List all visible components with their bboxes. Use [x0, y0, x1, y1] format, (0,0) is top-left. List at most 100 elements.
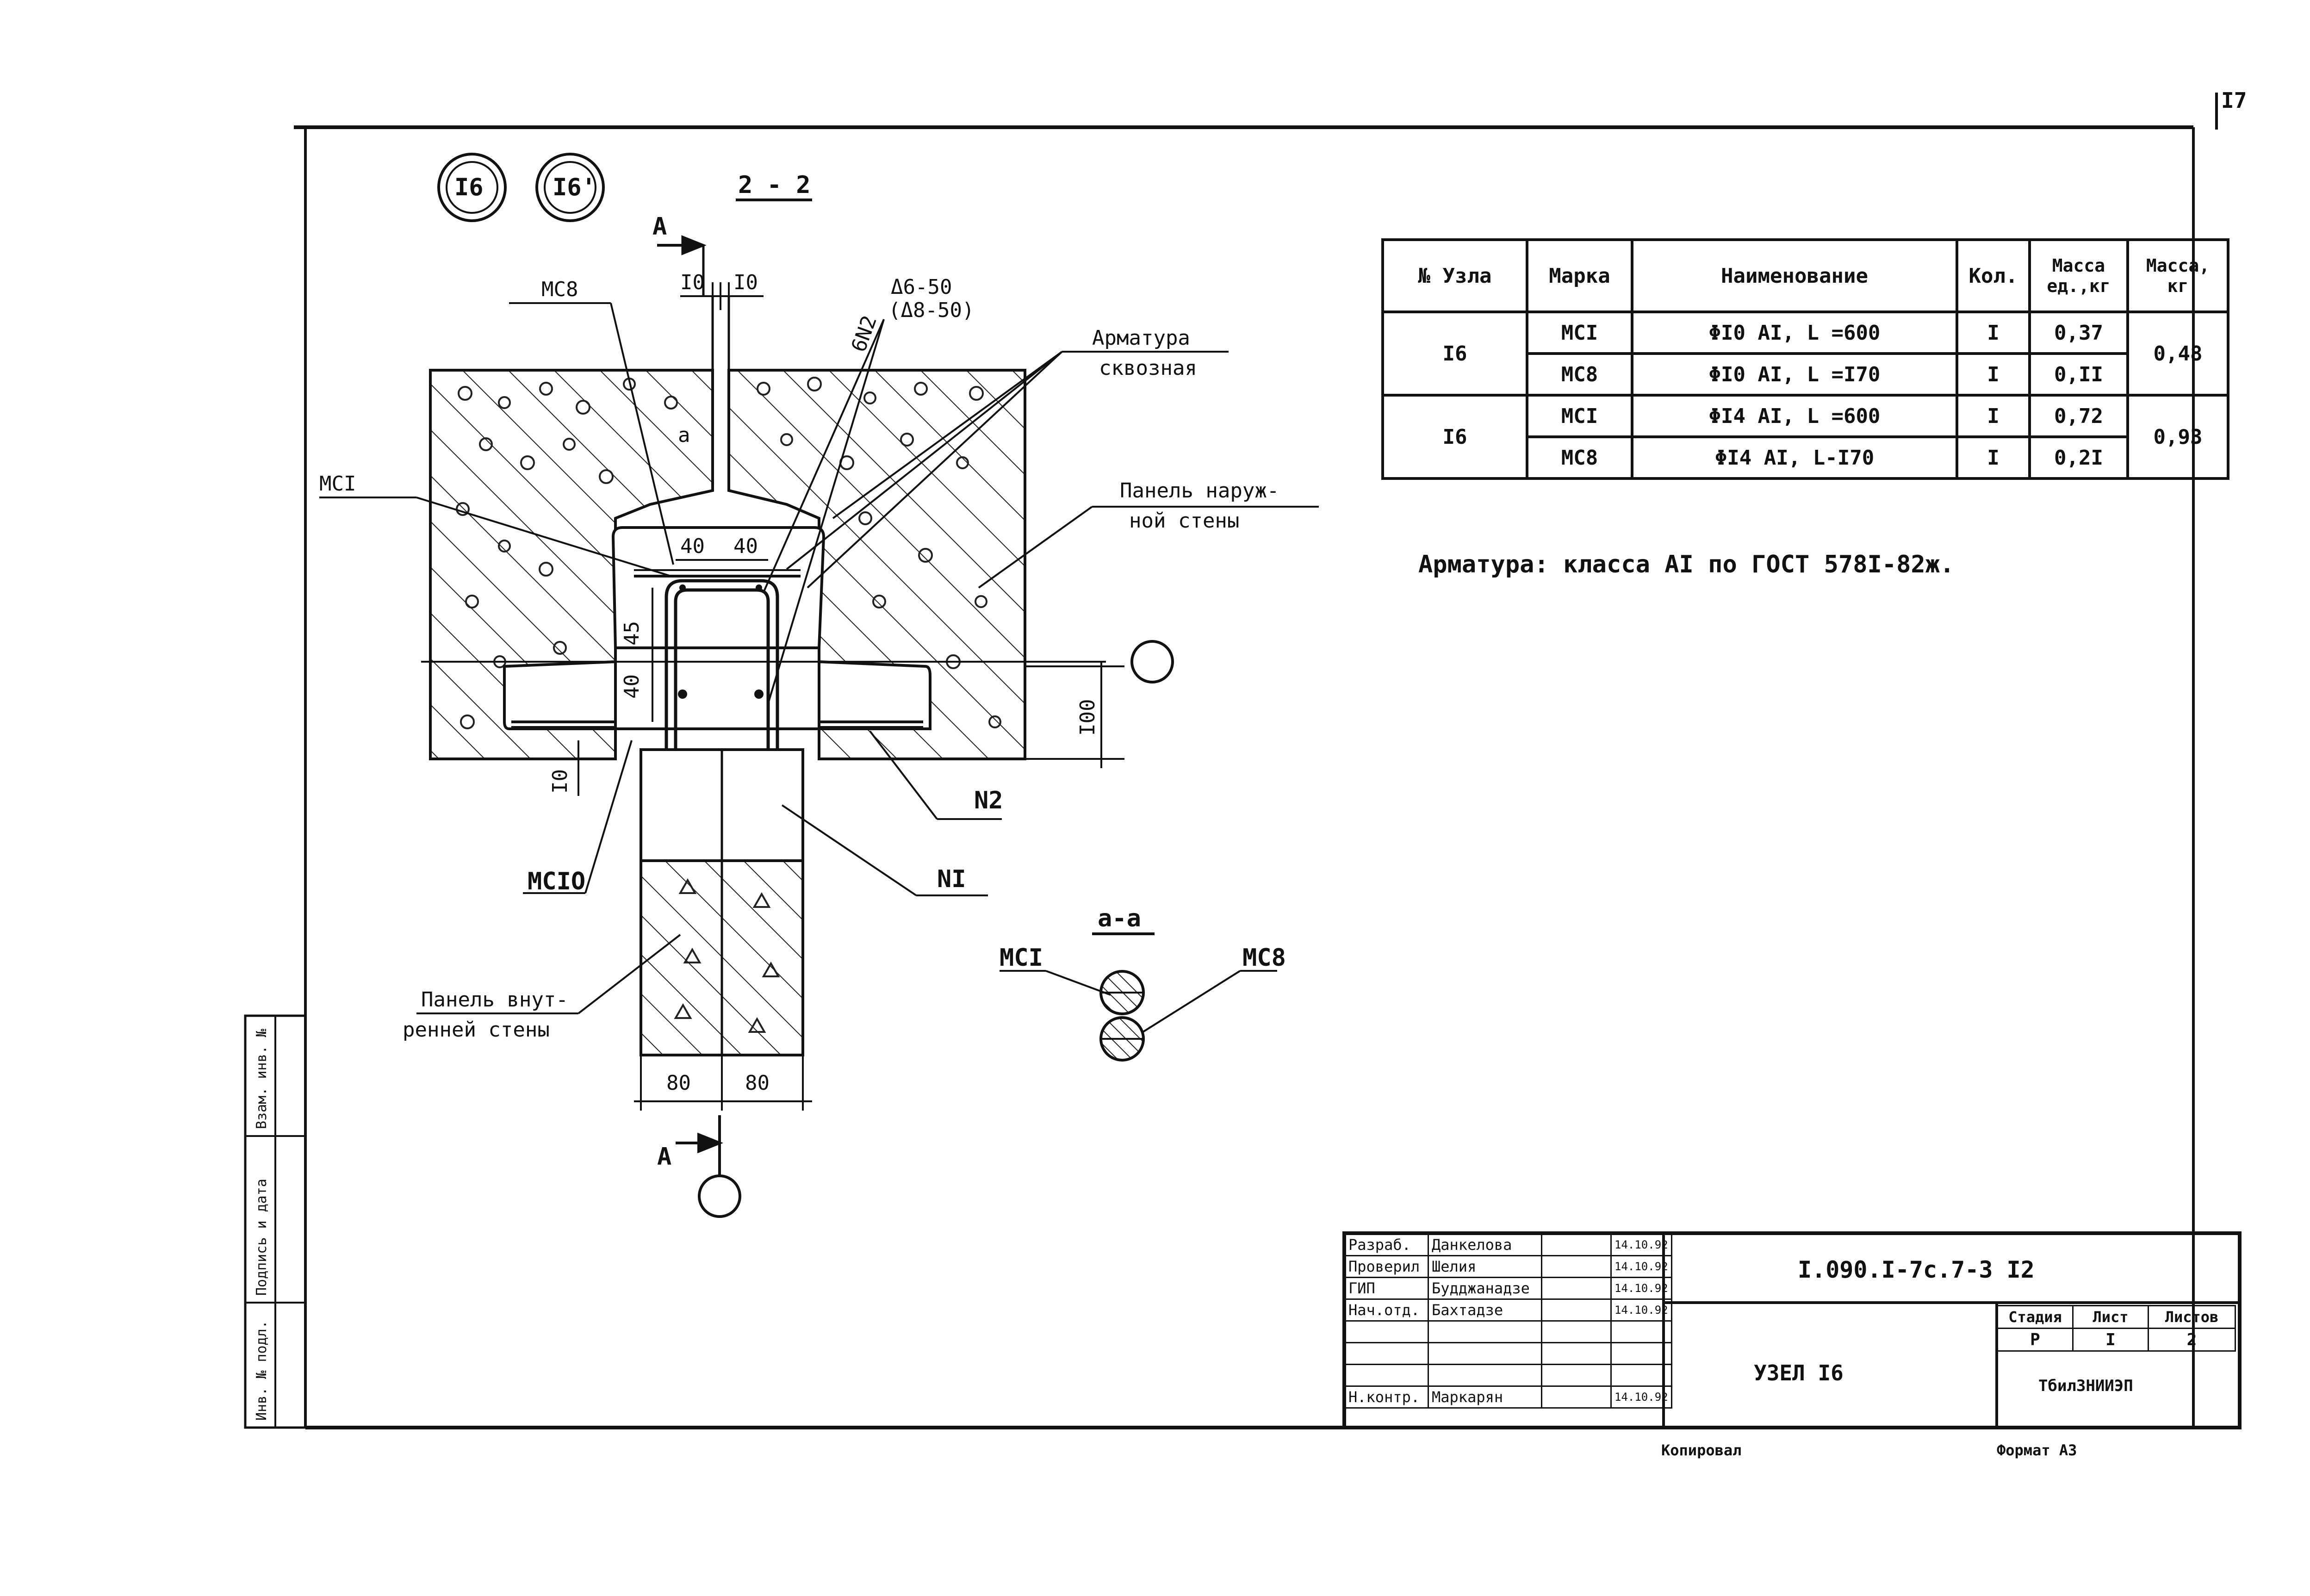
table-row: MC8 ΦI4 AI, L-I70 I 0,2I: [1383, 435, 2228, 480]
label-gap-right: I0: [733, 271, 758, 294]
tb-role: [1344, 1364, 1429, 1387]
tb-role: Проверил: [1344, 1255, 1429, 1278]
tb-signature: [1541, 1298, 1612, 1322]
spec-mark: MC8: [1526, 352, 1633, 397]
spec-name: ΦI4 AI, L-I70: [1631, 435, 1958, 480]
side-stamp-inv: Инв. № подл.: [254, 1320, 270, 1421]
label-dim-a: a: [678, 423, 690, 447]
cut-letter-bottom: A: [657, 1143, 672, 1171]
tb-role: ГИП: [1344, 1277, 1429, 1300]
node-circle-label-2: I6': [553, 174, 596, 201]
tb-date: 14.10.92: [1610, 1233, 1672, 1256]
tb-name: Шелия: [1428, 1255, 1542, 1278]
label-dim-10: I0: [548, 769, 572, 794]
tb-signature: [1541, 1342, 1612, 1365]
detail-label-mc8: MC8: [1242, 944, 1286, 972]
table-row: [1344, 1342, 1672, 1365]
stage-header: Стадия: [1997, 1305, 2074, 1329]
label-outer-panel-1: Панель наруж-: [1120, 479, 1279, 503]
spec-node: I6: [1381, 394, 1528, 480]
tb-signature: [1541, 1233, 1612, 1256]
spec-mark: MC8: [1526, 435, 1633, 480]
spec-node: I6: [1381, 311, 1528, 397]
page-number: I7: [2221, 88, 2247, 113]
label-rebar-thru-2: сквозная: [1099, 356, 1197, 380]
label-n1: NI: [937, 865, 966, 893]
label-outer-panel-2: ной стены: [1129, 509, 1240, 533]
organization: ТбилЗНИИЭП: [2038, 1377, 2133, 1395]
label-dim-80-right: 80: [745, 1071, 770, 1095]
table-row: MC8 ΦI0 AI, L =I70 I 0,II: [1383, 352, 2228, 397]
spec-header-node: № Узла: [1381, 238, 1528, 313]
format-label: Формат А3: [1997, 1441, 2077, 1459]
table-row: I6 MCI ΦI4 AI, L =600 I 0,72 0,93: [1381, 394, 2229, 480]
spec-unit-mass: 0,37: [2028, 311, 2129, 355]
side-stamp-signature: Подпись и дата: [254, 1179, 270, 1296]
spec-qty: I: [1956, 352, 2031, 397]
side-stamp-replace: Взам. инв. №: [254, 1029, 270, 1129]
table-row: [1344, 1320, 1672, 1343]
rebar-loops: [634, 569, 801, 856]
tb-role: Нач.отд.: [1344, 1298, 1429, 1322]
tb-date: 14.10.92: [1610, 1277, 1672, 1300]
spec-unit-mass: 0,72: [2028, 394, 2129, 438]
label-inner-panel-2: ренней стены: [403, 1018, 550, 1042]
top-joint: [657, 235, 730, 491]
label-inner-panel-1: Панель внут-: [421, 988, 568, 1012]
spec-name: ΦI4 AI, L =600: [1631, 394, 1958, 438]
spec-header-qty: Кол.: [1956, 238, 2031, 313]
detail-title: a-a: [1098, 905, 1141, 932]
tb-date: 14.10.92: [1610, 1298, 1672, 1322]
tb-signature: [1541, 1364, 1612, 1387]
ref-circle-right: [1130, 640, 1174, 683]
spec-mark: MCI: [1526, 311, 1633, 355]
table-row: Нач.отд.Бахтадзе 14.10.92: [1344, 1298, 1672, 1322]
spec-qty: I: [1956, 394, 2031, 438]
spec-qty: I: [1956, 435, 2031, 480]
label-dim-45: 45: [620, 621, 644, 646]
label-dim-40-left: 40: [680, 534, 705, 558]
spec-header-name: Наименование: [1631, 238, 1958, 313]
spec-total-mass: 0,48: [2126, 311, 2229, 397]
tb-date: [1610, 1342, 1672, 1365]
table-row: [1344, 1364, 1672, 1387]
spec-name: ΦI0 AI, L =I70: [1631, 352, 1958, 397]
spec-header-mass: Масса, кг: [2126, 238, 2229, 313]
label-gap-left: I0: [680, 271, 705, 294]
label-weld-main: Δ6-50: [891, 275, 952, 299]
spec-unit-mass: 0,II: [2028, 352, 2129, 397]
sheet-title: УЗЕЛ I6: [1754, 1360, 1844, 1385]
tb-name: Маркарян: [1428, 1385, 1542, 1409]
tb-name: [1428, 1364, 1542, 1387]
bottom-cut: [676, 1115, 741, 1218]
tb-name: Данкелова: [1428, 1233, 1542, 1256]
inner-wall-panel: [640, 748, 804, 1056]
sheet-value: I: [2072, 1328, 2149, 1352]
tb-name: Бахтадзе: [1428, 1298, 1542, 1322]
tb-role: [1344, 1342, 1429, 1365]
stage-table: Стадия Лист Листов Р I 2: [1997, 1305, 2236, 1352]
tb-date: 14.10.92: [1610, 1255, 1672, 1278]
cut-letter-top: A: [652, 213, 667, 241]
tb-date: [1610, 1320, 1672, 1343]
label-mc10: MCIO: [528, 868, 586, 895]
spec-table: № Узла Марка Наименование Кол. Масса ед.…: [1381, 238, 2229, 480]
spec-unit-mass: 0,2I: [2028, 435, 2129, 480]
label-dim-40-vertical: 40: [620, 674, 644, 699]
stage-value: Р: [1997, 1328, 2074, 1352]
label-dim-80-left: 80: [666, 1071, 691, 1095]
lower-cavity: [503, 660, 931, 730]
section-title: 2 - 2: [738, 171, 811, 199]
sheets-value: 2: [2148, 1328, 2236, 1352]
tb-signature: [1541, 1385, 1612, 1409]
tb-role: Н.контр.: [1344, 1385, 1429, 1409]
tb-name: [1428, 1320, 1542, 1343]
doc-number: I.090.I-7c.7-3 I2: [1798, 1256, 2035, 1283]
note-rebar-class: Арматура: класса AI по ГОСТ 578I-82ж.: [1418, 551, 1955, 578]
tb-date: [1610, 1364, 1672, 1387]
joint-cavity: [611, 526, 826, 649]
